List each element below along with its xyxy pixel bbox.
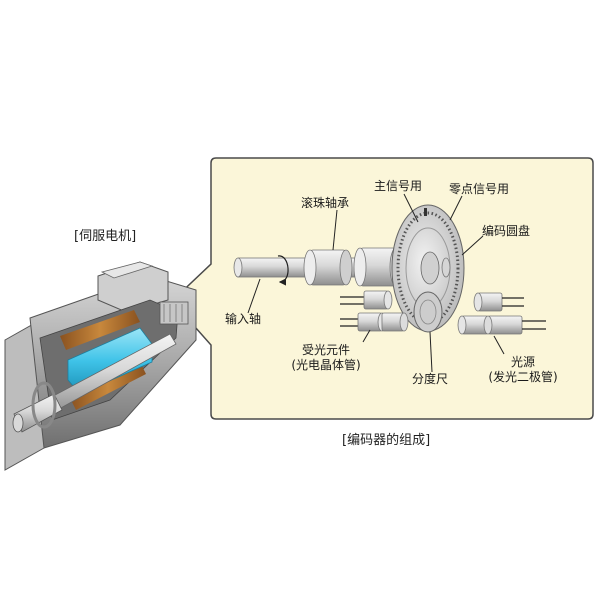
light-source-label-line1: 光源: [510, 355, 535, 369]
photo-transistor-lower: [340, 312, 409, 332]
scale-plate: [413, 291, 443, 333]
zero-signal-label: 零点信号用: [449, 182, 510, 196]
receiver-label-line2: (光电晶体管): [291, 358, 361, 372]
scale-label: 分度尺: [412, 372, 449, 386]
leader-lines: [247, 193, 505, 373]
led-upper: [473, 292, 524, 312]
photo-transistor-upper: [340, 290, 393, 310]
ball-bearing-label: 滚珠轴承: [301, 196, 350, 210]
servo-motor-illustration: [4, 261, 197, 471]
input-shaft-label: 输入轴: [225, 312, 262, 326]
encoder-caption: [编码器的组成]: [342, 433, 431, 448]
receiver-label: 受光元件 (光电晶体管): [284, 343, 368, 373]
rotation-arrow: [277, 255, 289, 286]
servo-motor-caption: [伺服电机]: [74, 229, 137, 244]
code-disc-label: 编码圆盘: [482, 224, 531, 238]
led-lower: [457, 315, 546, 335]
encoder-components: [233, 204, 546, 335]
light-source-label: 光源 (发光二极管): [480, 355, 566, 385]
receiver-label-line1: 受光元件: [301, 343, 350, 357]
code-disc: [391, 204, 465, 332]
light-source-label-line2: (发光二极管): [488, 370, 558, 384]
ball-bearing-1: [303, 249, 353, 286]
main-signal-label: 主信号用: [374, 179, 423, 193]
encoder-panel: [170, 157, 594, 420]
